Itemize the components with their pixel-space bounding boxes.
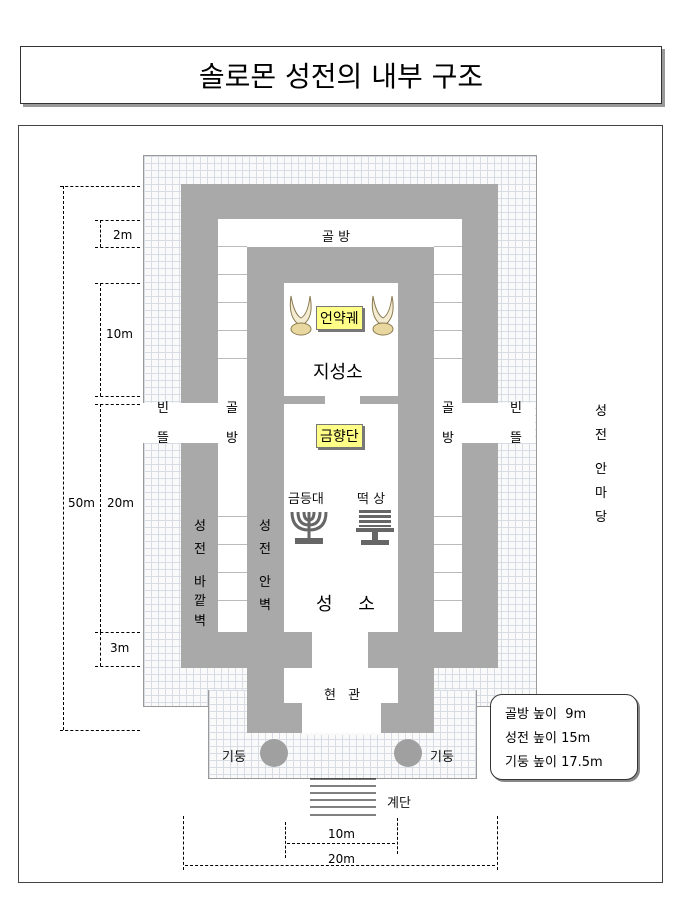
pillar-left [260,739,288,767]
dim-tick [95,404,140,405]
dim-2m: 2m [113,228,133,242]
ark-of-covenant: 언약궤 [316,306,363,330]
pillar-left-label: 기둥 [222,750,246,765]
right-chamber-cells [434,219,462,359]
dim-tick [95,396,140,397]
lampstand-label: 금등대 [288,492,324,507]
dim-tick [397,818,398,854]
veil-opening [325,396,360,404]
incense-altar: 금향단 [316,424,363,448]
dim-line-2m [100,220,101,247]
dim-line-20m-width [185,865,495,866]
holy-of-holies-label: 지성소 [313,362,363,383]
dim-width-20m: 20m [328,852,355,866]
holy-place-label: 성 소 [316,594,385,615]
page-title: 솔로몬 성전의 내부 구조 [20,46,662,104]
showbread-table-icon [356,510,394,545]
dim-line-10m [100,283,101,396]
info-temple-height: 성전 높이 15m [505,731,591,746]
diagram-frame [18,125,663,883]
side-chamber-top [218,219,462,247]
dim-line-50m [63,186,64,730]
pillar-right [394,739,422,767]
dim-width-10m: 10m [328,827,355,841]
holy-place-door [312,632,368,668]
pillar-right-label: 기둥 [430,750,454,765]
porch [284,668,398,703]
porch-entrance [302,703,381,733]
porch-label: 현 관 [324,688,365,703]
menorah-icon [290,511,328,544]
steps-icon [310,778,376,816]
dim-tick [497,816,498,870]
dim-tick [95,220,140,221]
info-pillar-height: 기둥 높이 17.5m [505,755,603,770]
porch-threshold [302,733,381,735]
height-info-box: 골방 높이 9m 성전 높이 15m 기둥 높이 17.5m [490,694,638,780]
holy-of-holies [284,283,398,396]
steps-label: 계단 [387,796,411,811]
cherub-left-icon [289,295,312,336]
dim-50m: 50m [68,496,95,510]
dim-line-3m [100,632,101,666]
right-chamber-cells-lower [434,489,462,601]
cherub-right-icon [371,295,394,336]
dim-20m: 20m [107,496,134,510]
gap-left [181,403,218,443]
gap-right [462,403,498,443]
left-chamber-cells-lower [218,489,247,601]
side-chamber-left [218,219,247,632]
gap-right-outer [498,403,535,443]
left-chamber-cells [218,219,247,359]
dim-line-20m [100,404,101,632]
side-chamber-right [434,219,462,632]
table-label: 떡 상 [357,492,386,507]
dim-tick [285,822,286,858]
dim-line-10m-width [287,843,395,844]
dim-tick [60,730,140,731]
dim-tick [95,666,140,667]
dim-tick [60,186,140,187]
gap-left-outer [143,403,181,443]
dim-tick [95,632,140,633]
dim-3m: 3m [110,641,130,655]
dim-tick [95,283,140,284]
info-side-chamber-height: 골방 높이 9m [505,707,587,722]
dim-tick [95,247,140,248]
side-chamber-top-label: 골 방 [322,230,351,245]
dim-10m: 10m [106,327,133,341]
dim-tick [183,816,184,870]
